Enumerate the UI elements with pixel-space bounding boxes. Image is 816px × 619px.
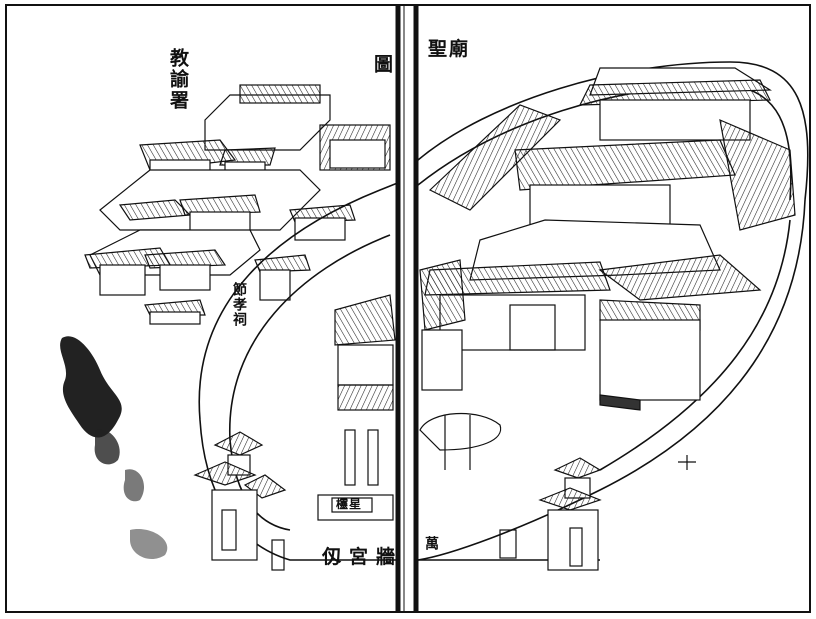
left-gate: [193, 431, 287, 571]
lingxing-gate: [317, 429, 394, 521]
label-yanggong-qiang: 仭宮牆: [322, 546, 404, 568]
label-lingxing: 欞星: [336, 497, 363, 511]
label-wan: 萬: [423, 536, 439, 551]
ink-blot: [60, 336, 168, 560]
map-title-right: 聖廟: [428, 38, 471, 60]
label-jiexiao-ci: 節孝祠: [231, 282, 247, 327]
jiaoyu-shu-compound: [84, 84, 391, 325]
label-jiaoyu-shu: 教諭署: [167, 48, 189, 111]
right-gate: [499, 457, 602, 571]
page-frame: [5, 4, 811, 613]
panchi-pool: [419, 413, 502, 470]
side-halls-left: [334, 294, 396, 411]
small-glyph-mark: [678, 455, 696, 470]
shengmiao-complex: [419, 67, 796, 411]
map-title-left: 圖: [371, 54, 393, 75]
